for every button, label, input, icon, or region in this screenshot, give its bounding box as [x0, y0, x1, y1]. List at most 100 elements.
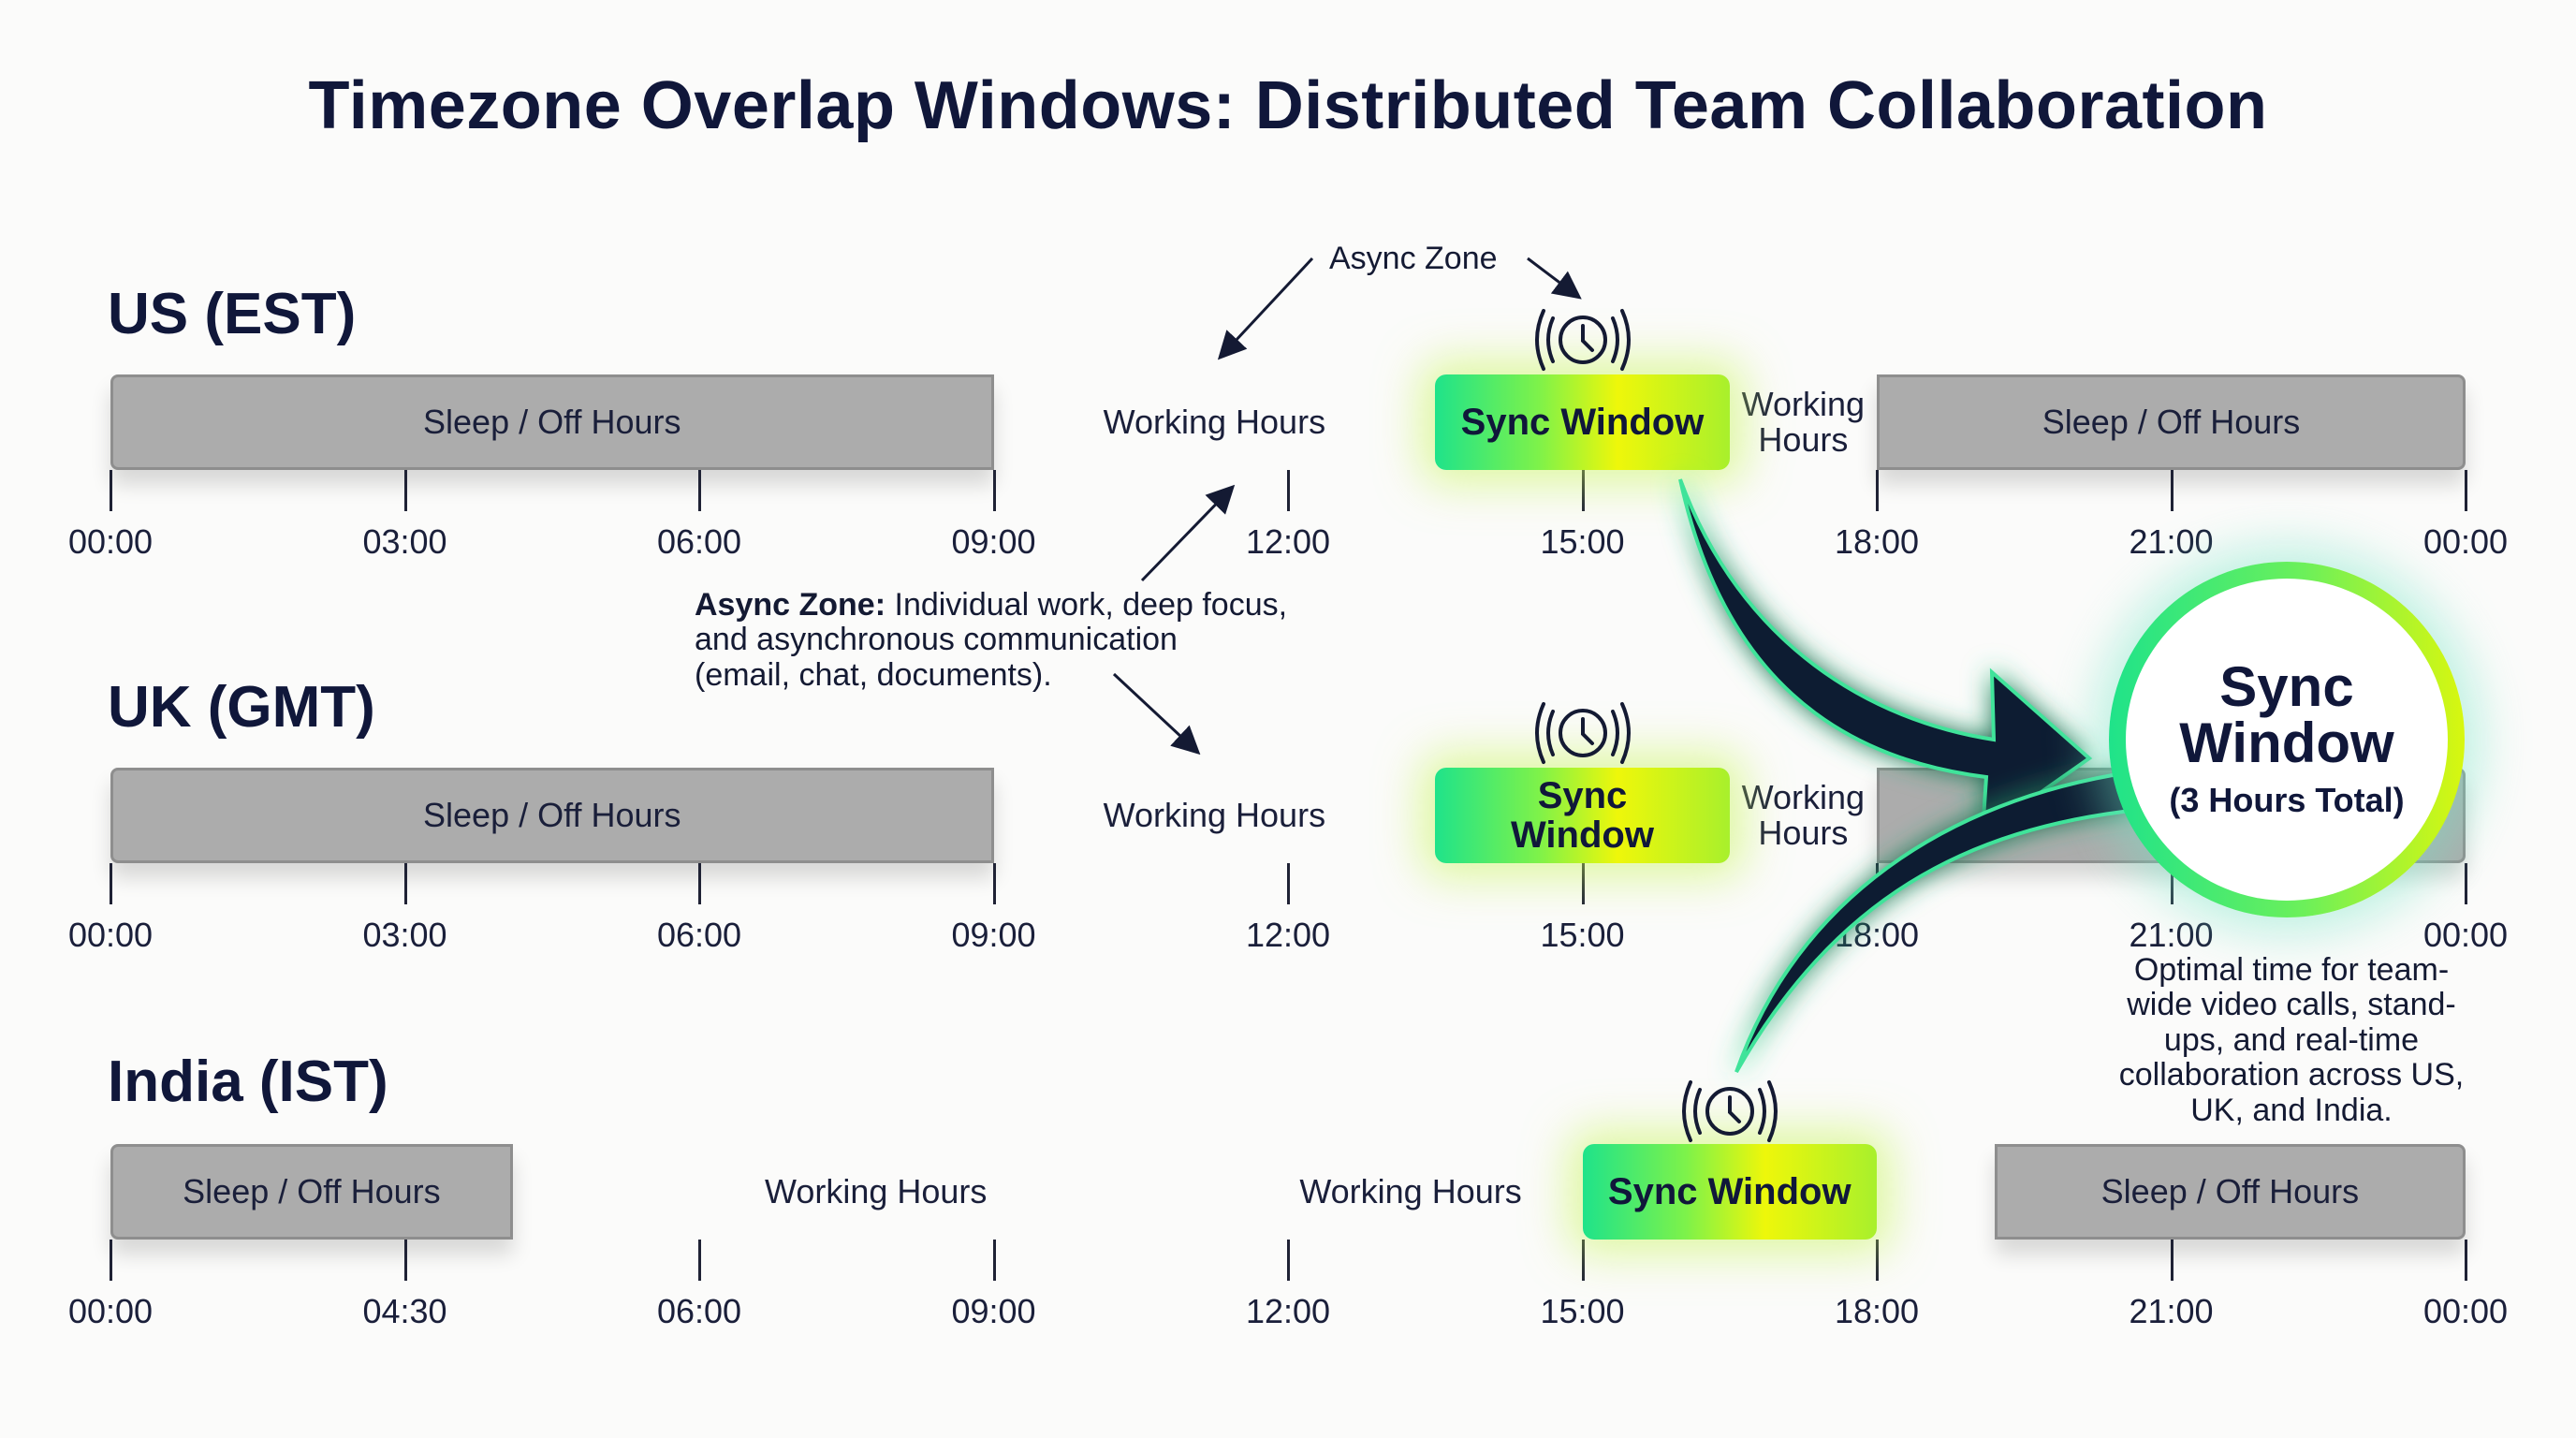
tick-label: 12:00	[1245, 1292, 1331, 1330]
tick-mark	[2170, 1240, 2174, 1281]
clock-alarm-icon	[1517, 698, 1648, 768]
tick-mark	[992, 863, 996, 904]
tick-label: 18:00	[1834, 1292, 1920, 1330]
tick-mark	[2465, 1240, 2467, 1281]
tick-mark	[2170, 863, 2174, 904]
tick-label: 00:00	[2422, 916, 2509, 954]
tick-label: 00:00	[67, 522, 154, 561]
tick-mark	[403, 470, 407, 511]
working-segment	[1877, 1144, 1995, 1240]
tick-mark	[992, 470, 996, 511]
segment-label: Sleep / Off Hours	[2100, 1172, 2360, 1211]
tick-mark	[2465, 470, 2467, 511]
badge-desc-line: Optimal time for team-	[2133, 952, 2450, 988]
async-zone-bold-label: Async Zone:	[695, 587, 886, 623]
sleep-segment: Sleep / Off Hours	[110, 1144, 513, 1240]
tick-label: 04:30	[362, 1292, 447, 1330]
tick-label: 21:00	[2129, 1292, 2214, 1330]
tick-mark	[1287, 863, 1290, 904]
badge-desc-line: UK, and India.	[2190, 1092, 2393, 1128]
async-desc-line-2: and asynchronous communication	[695, 622, 1178, 658]
tick-mark	[403, 863, 407, 904]
async-zone-description: Async Zone: Individual work, deep focus,…	[695, 587, 1406, 693]
row-label: UK (GMT)	[108, 675, 375, 740]
tick-mark	[110, 1240, 112, 1281]
tick-mark	[2465, 863, 2467, 904]
clock-alarm-icon	[1517, 305, 1648, 374]
badge-desc-line: ups, and real-time	[2163, 1021, 2420, 1058]
tick-label: 09:00	[951, 1292, 1036, 1330]
segment-label: Sync Window	[1460, 402, 1705, 443]
tick-label: 00:00	[2422, 1292, 2509, 1330]
badge-desc-line: collaboration across US,	[2118, 1057, 2465, 1093]
tick-label: 21:00	[2129, 916, 2214, 954]
working-segment: Working Hours	[1239, 1144, 1583, 1240]
badge-title-line-2: Window	[2179, 712, 2394, 774]
tick-label: 18:00	[1834, 916, 1920, 954]
tick-label: 15:00	[1540, 522, 1625, 561]
working-segment: Working Hours	[994, 768, 1436, 863]
tick-label: 00:00	[67, 916, 154, 954]
tick-label: 12:00	[1245, 522, 1331, 561]
row-label: US (EST)	[108, 282, 357, 346]
segment-label: Sync Window	[1511, 775, 1654, 856]
tick-label: 09:00	[951, 522, 1036, 561]
sleep-segment: Sleep / Off Hours	[1877, 374, 2466, 470]
tick-mark	[1581, 1240, 1585, 1281]
tick-mark	[1287, 470, 1290, 511]
tick-mark	[698, 1240, 701, 1281]
tick-mark	[110, 863, 112, 904]
tick-mark	[1876, 470, 1879, 511]
sleep-segment: Sleep / Off Hours	[1994, 1144, 2466, 1240]
page-title: Timezone Overlap Windows: Distributed Te…	[308, 68, 2268, 143]
badge-desc-line: wide video calls, stand-	[2127, 987, 2456, 1023]
timeline-bar: Sleep / Off Hours Working Hours Sync Windo…	[110, 768, 2466, 863]
segment-label: Sleep / Off Hours	[183, 1172, 441, 1211]
sync-window-description: Optimal time for team- wide video calls,…	[2076, 952, 2507, 1128]
tick-label: 18:00	[1834, 522, 1920, 561]
tick-label: 06:00	[656, 522, 742, 561]
working-segment: Working Hours	[1730, 374, 1877, 470]
segment-label: Working Hours	[1741, 385, 1866, 459]
sync-window-badge: Sync Window (3 Hours Total)	[2109, 562, 2465, 917]
tick-label: 15:00	[1540, 916, 1625, 954]
tick-label: 12:00	[1245, 916, 1331, 954]
async-arrow-top-right	[1527, 257, 1582, 300]
tick-mark	[1876, 863, 1879, 904]
segment-label: Sleep / Off Hours	[423, 796, 681, 835]
working-segment: Working Hours	[513, 1144, 1239, 1240]
sync-segment: Sync Window	[1435, 768, 1730, 863]
async-desc-line-3: (email, chat, documents).	[695, 656, 1052, 693]
sleep-segment: Sleep / Off Hours	[110, 374, 994, 470]
clock-alarm-icon	[1664, 1077, 1795, 1146]
segment-label: Working Hours	[1299, 1172, 1522, 1211]
tick-label: 06:00	[656, 916, 742, 954]
tick-mark	[992, 1240, 996, 1281]
timeline-bar: Sleep / Off Hours Working Hours Working Ho…	[110, 1144, 2466, 1240]
async-desc-line-1: Individual work, deep focus,	[886, 587, 1288, 623]
tick-mark	[110, 470, 112, 511]
tick-label: 03:00	[362, 522, 447, 561]
segment-label: Sync Window	[1607, 1171, 1852, 1212]
tick-label: 09:00	[951, 916, 1036, 954]
badge-subtitle: (3 Hours Total)	[2169, 781, 2405, 819]
working-segment: Working Hours	[994, 374, 1436, 470]
sync-segment: Sync Window	[1582, 1144, 1877, 1240]
tick-mark	[1581, 863, 1585, 904]
async-arrow-top-left	[1217, 257, 1314, 360]
segment-label: Sleep / Off Hours	[423, 403, 681, 442]
tick-mark	[698, 863, 701, 904]
row-label: India (IST)	[108, 1049, 388, 1114]
tick-label: 00:00	[2422, 522, 2509, 561]
tick-mark	[2170, 470, 2174, 511]
timeline-bar: Sleep / Off Hours Working Hours Sync Windo…	[110, 374, 2466, 470]
tick-mark	[1581, 470, 1585, 511]
segment-label: Working Hours	[764, 1172, 988, 1211]
badge-title-line-1: Sync	[2219, 655, 2354, 718]
segment-label: Working Hours	[1103, 796, 1326, 835]
tick-label: 15:00	[1540, 1292, 1625, 1330]
sync-segment: Sync Window	[1435, 374, 1730, 470]
segment-label: Sleep / Off Hours	[2042, 403, 2301, 442]
